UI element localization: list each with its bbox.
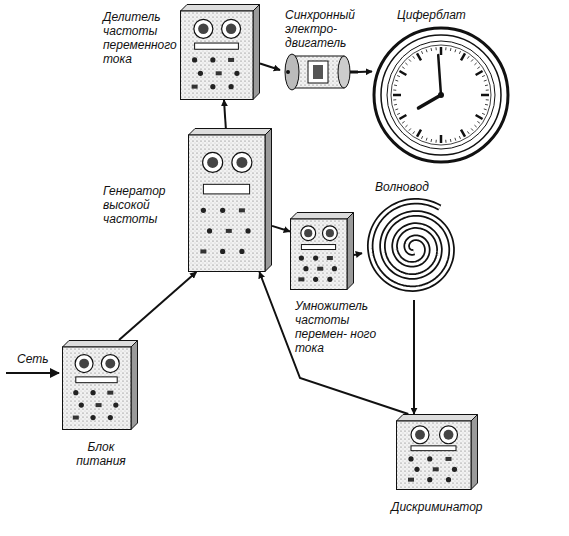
- signal-arrow: [260, 64, 280, 71]
- signal-arrow: [358, 71, 372, 74]
- waveguide: Волновод: [362, 196, 466, 300]
- frequency-divider-drawing: [180, 4, 260, 100]
- device-label: Синхронный электро- двигатель: [284, 8, 378, 50]
- frequency-divider: Делитель частоты переменного тока: [180, 4, 260, 100]
- power-supply: Блок питания: [62, 340, 138, 430]
- synchronous-motor-drawing: [280, 52, 358, 92]
- device-label: Дискриминатор: [390, 500, 484, 514]
- power-supply-drawing: [62, 340, 138, 430]
- signal-arrow: [354, 253, 362, 255]
- hf-generator: Генератор высокой частоты: [188, 128, 272, 272]
- signal-arrow: [119, 272, 196, 340]
- clock-dial-drawing: [372, 26, 510, 164]
- discriminator: Дискриминатор: [396, 414, 478, 490]
- device-label: Делитель частоты переменного тока: [102, 10, 174, 66]
- mains-input-arrow: [6, 372, 59, 374]
- hf-generator-drawing: [188, 128, 272, 272]
- device-label: Генератор высокой частоты: [102, 184, 182, 226]
- clock-dial: Циферблат: [372, 26, 510, 164]
- device-label: Циферблат: [396, 8, 467, 22]
- device-label: Волновод: [374, 180, 430, 194]
- signal-arrow: [224, 100, 226, 128]
- discriminator-drawing: [396, 414, 478, 490]
- input-label: Сеть: [16, 352, 50, 366]
- signal-arrow: [259, 272, 408, 414]
- frequency-multiplier-drawing: [290, 212, 354, 290]
- synchronous-motor: Синхронный электро- двигатель: [280, 52, 358, 92]
- waveguide-drawing: [362, 196, 466, 300]
- device-label: Умножитель частоты перемен- ного тока: [294, 299, 404, 355]
- signal-arrow: [272, 226, 290, 232]
- device-label: Блок питания: [70, 440, 132, 468]
- signal-arrow: [413, 300, 415, 414]
- frequency-multiplier: Умножитель частоты перемен- ного тока: [290, 212, 354, 290]
